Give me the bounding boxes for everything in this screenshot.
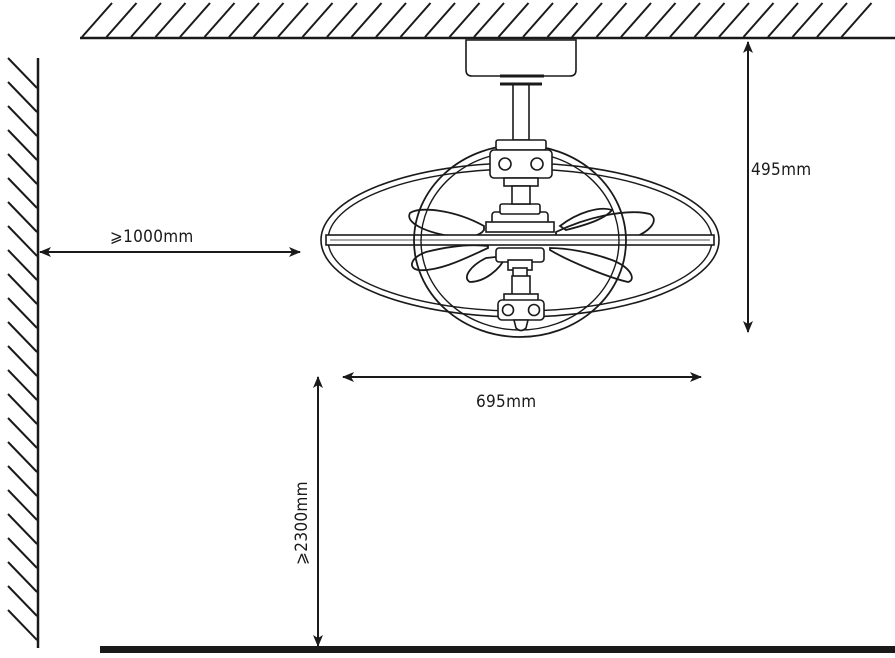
hatch-line bbox=[791, 2, 824, 38]
hatch-line bbox=[7, 177, 38, 209]
hatch-line bbox=[644, 2, 677, 38]
hatch-line bbox=[693, 2, 726, 38]
hatch-line bbox=[7, 513, 38, 545]
hatch-line bbox=[448, 2, 481, 38]
hatch-line bbox=[7, 441, 38, 473]
hatch-line bbox=[7, 561, 38, 593]
hatch-line bbox=[7, 609, 38, 641]
ceiling-fan bbox=[320, 39, 720, 338]
ceiling bbox=[80, 2, 895, 40]
hatch-line bbox=[7, 273, 38, 305]
hatch-line bbox=[7, 321, 38, 353]
hatch-line bbox=[767, 2, 799, 38]
hatch-line bbox=[399, 2, 432, 38]
hatch-line bbox=[7, 417, 38, 449]
hatch-line bbox=[7, 297, 38, 329]
hatch-line bbox=[7, 81, 38, 113]
hatch-line bbox=[350, 2, 383, 38]
top-bracket bbox=[489, 139, 553, 205]
hatch-line bbox=[497, 2, 530, 38]
hatch-line bbox=[424, 2, 456, 38]
hatch-line bbox=[620, 2, 652, 38]
hatch-line bbox=[7, 129, 38, 161]
hatch-line bbox=[840, 2, 873, 38]
hatch-line bbox=[252, 2, 285, 38]
hatch-line bbox=[718, 2, 750, 38]
hatch-line bbox=[7, 105, 38, 137]
floor-clearance-label: ⩾2300mm bbox=[292, 481, 312, 565]
ceiling-hatch bbox=[81, 2, 873, 38]
hatch-line bbox=[375, 2, 407, 38]
hatch-line bbox=[522, 2, 554, 38]
hatch-line bbox=[7, 489, 38, 521]
hatch-line bbox=[105, 2, 138, 38]
wall-clearance-label: ⩾1000mm bbox=[110, 227, 194, 247]
fan-canopy bbox=[465, 39, 577, 77]
fan-height-label: 495mm bbox=[751, 160, 812, 180]
hatch-line bbox=[326, 2, 358, 38]
hatch-line bbox=[595, 2, 628, 38]
hatch-line bbox=[301, 2, 334, 38]
hatch-line bbox=[7, 249, 38, 281]
hatch-line bbox=[7, 465, 38, 497]
hatch-line bbox=[130, 2, 162, 38]
hatch-line bbox=[7, 585, 38, 617]
floor bbox=[100, 646, 895, 653]
hatch-line bbox=[7, 225, 38, 257]
hatch-line bbox=[7, 369, 38, 401]
hatch-line bbox=[669, 2, 701, 38]
hatch-line bbox=[7, 393, 38, 425]
hatch-line bbox=[277, 2, 309, 38]
hatch-line bbox=[154, 2, 187, 38]
hatch-line bbox=[203, 2, 236, 38]
hatch-line bbox=[546, 2, 579, 38]
hatch-line bbox=[571, 2, 603, 38]
wall-hatch bbox=[7, 57, 38, 641]
hatch-line bbox=[7, 345, 38, 377]
dimension-arrows bbox=[39, 41, 753, 647]
fan-downrod bbox=[512, 83, 530, 141]
hatch-line bbox=[742, 2, 775, 38]
bottom-bracket bbox=[497, 275, 545, 332]
hatch-line bbox=[7, 57, 38, 89]
hatch-line bbox=[473, 2, 505, 38]
wall bbox=[7, 57, 40, 648]
hatch-line bbox=[816, 2, 848, 38]
hatch-line bbox=[81, 2, 113, 38]
hatch-line bbox=[7, 153, 38, 185]
hatch-line bbox=[179, 2, 211, 38]
hatch-line bbox=[228, 2, 260, 38]
fan-width-label: 695mm bbox=[476, 392, 537, 412]
hatch-line bbox=[7, 201, 38, 233]
hatch-line bbox=[7, 537, 38, 569]
